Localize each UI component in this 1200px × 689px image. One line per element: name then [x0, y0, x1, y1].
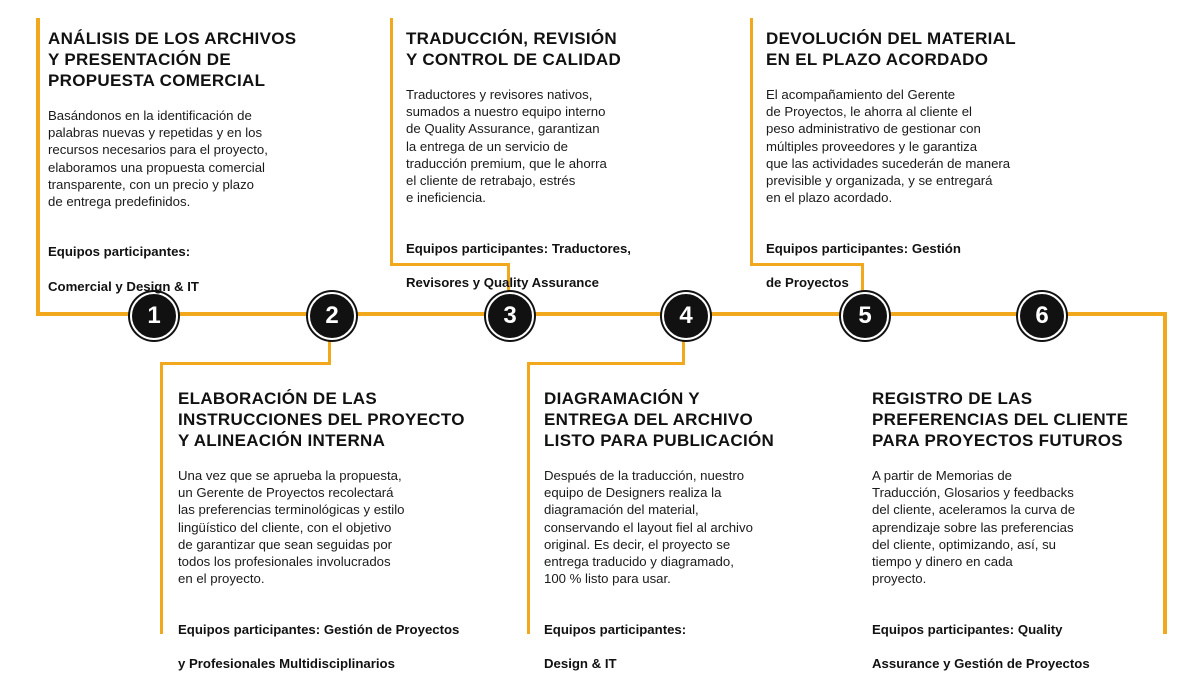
step-title: TRADUCCIÓN, REVISIÓN Y CONTROL DE CALIDA…: [406, 29, 622, 69]
step-number-2: 2: [308, 292, 356, 340]
step-title: ELABORACIÓN DE LAS INSTRUCCIONES DEL PRO…: [178, 389, 465, 450]
step-title: DIAGRAMACIÓN Y ENTREGA DEL ARCHIVO LISTO…: [544, 389, 775, 450]
step-number-3: 3: [486, 292, 534, 340]
connector-step-5-rise: [861, 263, 864, 314]
connector-step-3-rise: [507, 263, 510, 314]
step-number-6: 6: [1018, 292, 1066, 340]
teams-value: Design & IT: [544, 656, 617, 672]
step-title: DEVOLUCIÓN DEL MATERIAL EN EL PLAZO ACOR…: [766, 29, 1016, 69]
step-teams: Equipos participantes: Comercial y Desig…: [48, 226, 338, 312]
step-teams: Equipos participantes: Gestión de Proyec…: [766, 222, 1086, 308]
step-number-1: 1: [130, 292, 178, 340]
step-teams: Equipos participantes: Quality Assurance…: [872, 603, 1162, 689]
timeline-line: [36, 312, 1167, 316]
connector-step-1: [36, 18, 40, 316]
step-description: Después de la traducción, nuestro equipo…: [544, 468, 753, 587]
step-2: ELABORACIÓN DE LAS INSTRUCCIONES DEL PRO…: [178, 388, 498, 689]
connector-step-2-drop: [160, 362, 163, 634]
step-teams: Equipos participantes: Gestión de Proyec…: [178, 603, 498, 689]
connector-step-5-horizontal: [750, 263, 864, 266]
teams-value: Revisores y Quality Assurance: [406, 275, 600, 291]
step-description: Basándonos en la identificación de palab…: [48, 108, 268, 210]
teams-value: Comercial y Design & IT: [48, 278, 199, 294]
step-number-5: 5: [841, 292, 889, 340]
step-description: El acompañamiento del Gerente de Proyect…: [766, 87, 1011, 206]
teams-label: Equipos participantes: Gestión: [766, 240, 961, 256]
connector-step-3-horizontal: [390, 263, 510, 266]
step-teams: Equipos participantes: Traductores, Revi…: [406, 222, 706, 308]
step-6: REGISTRO DE LAS PREFERENCIAS DEL CLIENTE…: [872, 388, 1162, 689]
teams-label: Equipos participantes:: [48, 244, 191, 260]
step-description: Traductores y revisores nativos, sumados…: [406, 87, 607, 206]
teams-value: Assurance y Gestión de Proyectos: [872, 656, 1090, 672]
step-5: DEVOLUCIÓN DEL MATERIAL EN EL PLAZO ACOR…: [766, 28, 1086, 308]
step-4: DIAGRAMACIÓN Y ENTREGA DEL ARCHIVO LISTO…: [544, 388, 844, 689]
connector-step-4-horizontal: [527, 362, 685, 365]
step-description: A partir de Memorias de Traducción, Glos…: [872, 468, 1076, 587]
teams-label: Equipos participantes: Traductores,: [406, 240, 631, 256]
teams-label: Equipos participantes: Gestión de Proyec…: [178, 621, 460, 637]
step-description: Una vez que se aprueba la propuesta, un …: [178, 468, 405, 587]
connector-step-5-vertical: [750, 18, 753, 266]
connector-step-4-drop: [527, 362, 530, 634]
step-title: ANÁLISIS DE LOS ARCHIVOS Y PRESENTACIÓN …: [48, 29, 297, 90]
step-1: ANÁLISIS DE LOS ARCHIVOS Y PRESENTACIÓN …: [48, 28, 338, 312]
teams-label: Equipos participantes:: [544, 621, 687, 637]
teams-value: y Profesionales Multidisciplinarios: [178, 656, 395, 672]
connector-step-6: [1163, 312, 1167, 634]
teams-value: de Proyectos: [766, 275, 849, 291]
connector-step-2-horizontal: [160, 362, 331, 365]
connector-step-3-vertical: [390, 18, 393, 266]
step-3: TRADUCCIÓN, REVISIÓN Y CONTROL DE CALIDA…: [406, 28, 706, 308]
step-teams: Equipos participantes: Design & IT: [544, 603, 844, 689]
step-title: REGISTRO DE LAS PREFERENCIAS DEL CLIENTE…: [872, 389, 1129, 450]
step-number-4: 4: [662, 292, 710, 340]
teams-label: Equipos participantes: Quality: [872, 621, 1063, 637]
